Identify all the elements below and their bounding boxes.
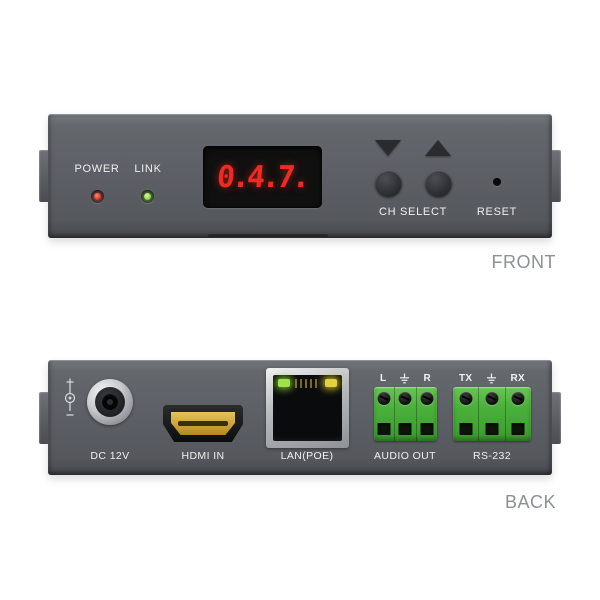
terminal-screw bbox=[377, 392, 391, 405]
link-label: LINK bbox=[134, 163, 162, 175]
terminal-opening bbox=[459, 423, 473, 435]
dc-polarity-icon bbox=[64, 378, 76, 416]
terminal-opening bbox=[485, 423, 499, 435]
hdmi-connector-tongue bbox=[171, 412, 235, 435]
terminal-opening bbox=[377, 423, 391, 435]
reset-button bbox=[493, 178, 501, 186]
hdmi-pin-slot bbox=[178, 421, 228, 426]
channel-down-icon bbox=[375, 140, 401, 156]
terminal bbox=[479, 387, 506, 441]
ground-icon bbox=[486, 373, 496, 384]
channel-up-icon bbox=[425, 140, 451, 156]
terminal-opening bbox=[398, 423, 412, 435]
terminal bbox=[395, 387, 417, 441]
terminal bbox=[453, 387, 480, 441]
lan-link-led bbox=[278, 379, 290, 387]
terminal-screw bbox=[420, 392, 434, 405]
audio-out-markings: L R bbox=[374, 373, 437, 384]
channel-up-button bbox=[425, 170, 452, 197]
terminal-opening bbox=[511, 423, 525, 435]
front-caption: FRONT bbox=[491, 252, 556, 272]
lan-port-pins bbox=[295, 379, 320, 388]
lan-port bbox=[266, 368, 349, 448]
terminal-screw bbox=[398, 392, 412, 405]
terminal-screw bbox=[459, 392, 473, 405]
dc-jack-pin bbox=[107, 399, 113, 405]
hdmi-port bbox=[163, 405, 243, 442]
power-led bbox=[91, 190, 104, 203]
reset-label: RESET bbox=[476, 206, 518, 218]
link-led bbox=[141, 190, 154, 203]
channel-display-value: 0.4.7. bbox=[215, 159, 310, 195]
audio-left-label: L bbox=[380, 373, 387, 384]
channel-down-button bbox=[375, 170, 402, 197]
mounting-tab-right bbox=[552, 391, 561, 444]
terminal-opening bbox=[420, 423, 434, 435]
audio-right-label: R bbox=[423, 373, 431, 384]
ground-icon bbox=[400, 373, 410, 384]
lan-port-opening bbox=[273, 375, 342, 441]
rs232-connector bbox=[453, 387, 531, 441]
audio-out-label: AUDIO OUT bbox=[374, 450, 436, 462]
power-label: POWER bbox=[74, 163, 120, 175]
terminal-screw bbox=[511, 392, 525, 405]
lan-label: LAN(POE) bbox=[280, 450, 334, 462]
terminal bbox=[417, 387, 437, 441]
back-caption: BACK bbox=[504, 492, 556, 512]
lan-activity-led bbox=[325, 379, 337, 387]
back-panel: DC 12V HDMI IN LAN(POE) L bbox=[39, 360, 561, 475]
mounting-tab-left bbox=[39, 391, 48, 444]
mounting-tab-right bbox=[552, 150, 561, 202]
terminal-screw bbox=[485, 392, 499, 405]
channel-display: 0.4.7. bbox=[203, 146, 322, 208]
terminal bbox=[374, 387, 396, 441]
rs232-label: RS-232 bbox=[472, 450, 511, 462]
link-led-light bbox=[144, 193, 151, 200]
dc-label: DC 12V bbox=[90, 450, 130, 462]
rs232-markings: TX RX bbox=[453, 373, 531, 384]
ch-select-label: CH SELECT bbox=[378, 206, 448, 218]
rs232-tx-label: TX bbox=[459, 373, 473, 384]
audio-out-connector bbox=[374, 387, 437, 441]
bottom-slot bbox=[208, 234, 328, 237]
front-panel: POWER LINK 0.4.7. CH SELECT RESET bbox=[39, 114, 561, 238]
power-led-light bbox=[94, 193, 101, 200]
rs232-rx-label: RX bbox=[510, 373, 525, 384]
mounting-tab-left bbox=[39, 150, 48, 202]
terminal bbox=[506, 387, 531, 441]
hdmi-label: HDMI IN bbox=[181, 450, 225, 462]
dc-power-jack bbox=[87, 379, 133, 425]
